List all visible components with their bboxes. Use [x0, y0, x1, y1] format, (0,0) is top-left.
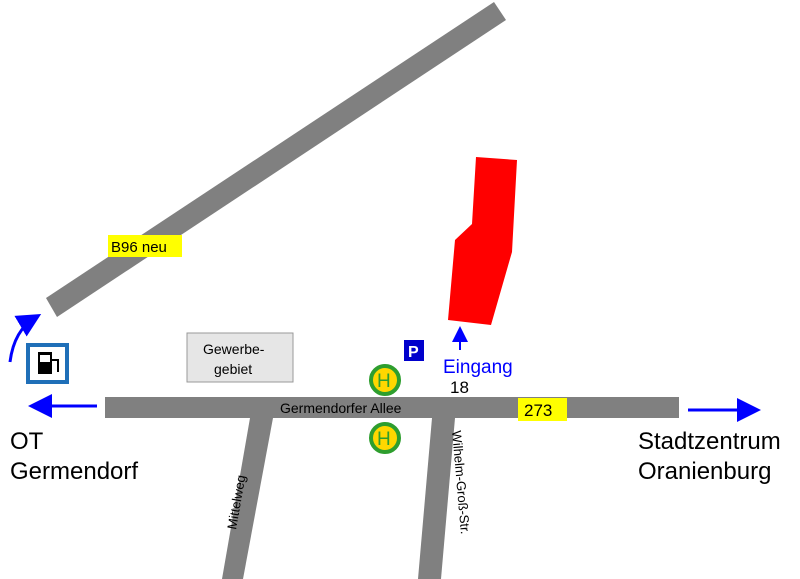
- west-direction-line2: Germendorf: [10, 458, 138, 485]
- fuel-station-icon: [26, 343, 69, 384]
- mittelweg-road: [222, 418, 273, 579]
- route-number-label: 273: [524, 401, 552, 420]
- wilhelm-gross-label: Wilhelm-Groß-Str.: [449, 430, 473, 535]
- industrial-area-line1: Gewerbe-: [203, 341, 265, 357]
- b96-label-box: [108, 235, 182, 257]
- east-direction-line2: Oranienburg: [638, 458, 771, 485]
- west-direction-line1: OT: [10, 428, 44, 455]
- bus-stop-icon: H: [369, 364, 401, 396]
- target-building: [448, 157, 517, 325]
- entrance-label: Eingang: [443, 357, 513, 378]
- parking-icon: [404, 340, 424, 361]
- industrial-area-line2: gebiet: [214, 361, 252, 377]
- route-number-box: [518, 398, 567, 421]
- main-street-label: Germendorfer Allee: [280, 400, 402, 416]
- bus-stop-label-north: H: [377, 371, 391, 392]
- b96-road: [46, 2, 506, 317]
- industrial-area-box: [186, 332, 294, 383]
- parking-label: P: [408, 344, 419, 361]
- east-direction-line1: Stadtzentrum: [638, 428, 781, 455]
- wilhelm-gross-road: [418, 418, 455, 579]
- b96-label: B96 neu: [111, 239, 167, 256]
- bus-stop-icon: H: [369, 422, 401, 454]
- house-number: 18: [450, 378, 469, 397]
- bus-stop-label-south: H: [377, 429, 391, 450]
- arrow-curve-icon: [8, 313, 42, 363]
